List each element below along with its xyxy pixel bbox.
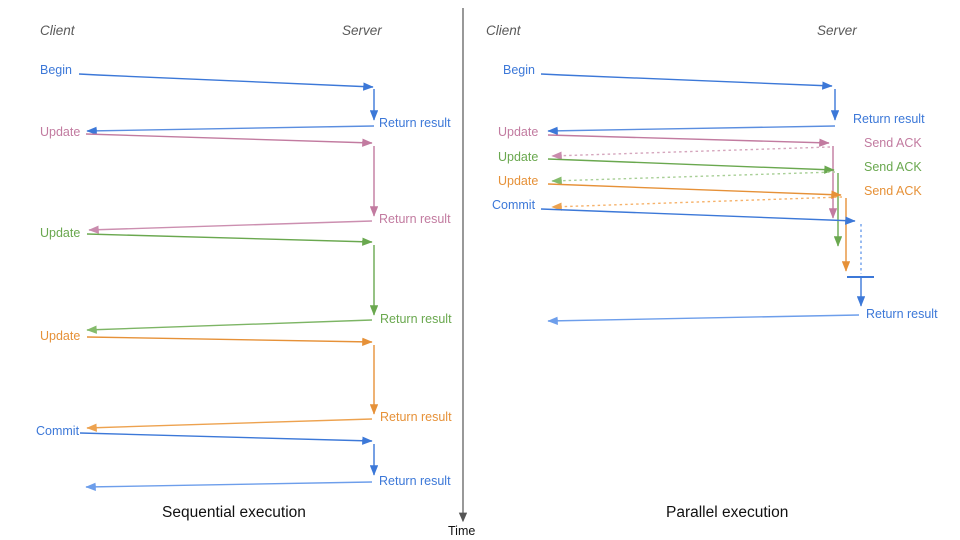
par-update3-response: Send ACK: [864, 184, 922, 198]
seq-commit-arrows: [79, 432, 379, 492]
seq-update3-label: Update: [40, 329, 81, 343]
seq-begin-label: Begin: [40, 63, 72, 77]
par-caption: Parallel execution: [666, 504, 789, 521]
par-client-header: Client: [486, 23, 521, 38]
par-commit-label: Commit: [492, 198, 536, 212]
seq-caption: Sequential execution: [162, 504, 306, 521]
par-update2-response: Send ACK: [864, 160, 922, 174]
seq-update2-arrows: [86, 233, 379, 334]
seq-update2-label: Update: [40, 226, 81, 240]
seq-commit-label: Commit: [36, 424, 80, 438]
par-begin-response: Return result: [853, 112, 925, 126]
par-begin-arrows: [540, 73, 840, 136]
seq-update2-response: Return result: [380, 312, 452, 326]
seq-update1-response: Return result: [379, 212, 451, 226]
par-update2-arrows: [547, 158, 843, 247]
par-update1-response: Send ACK: [864, 136, 922, 150]
seq-server-header: Server: [342, 23, 382, 38]
seq-update1-arrows: [85, 133, 379, 234]
seq-update1-label: Update: [40, 125, 81, 139]
par-commit-arrows: [540, 208, 874, 326]
seq-begin-arrows: [78, 73, 379, 136]
par-update1-arrows: [547, 134, 838, 219]
seq-commit-response: Return result: [379, 474, 451, 488]
seq-update3-arrows: [86, 336, 379, 432]
par-server-header: Server: [817, 23, 857, 38]
par-update2-label: Update: [498, 150, 539, 164]
seq-client-header: Client: [40, 23, 75, 38]
time-axis-label: Time: [448, 524, 476, 538]
seq-begin-response: Return result: [379, 116, 451, 130]
par-update3-label: Update: [498, 174, 539, 188]
par-update1-label: Update: [498, 125, 539, 139]
par-begin-label: Begin: [503, 63, 535, 77]
par-commit-response: Return result: [866, 307, 938, 321]
seq-update3-response: Return result: [380, 410, 452, 424]
par-update3-arrows: [547, 183, 851, 272]
